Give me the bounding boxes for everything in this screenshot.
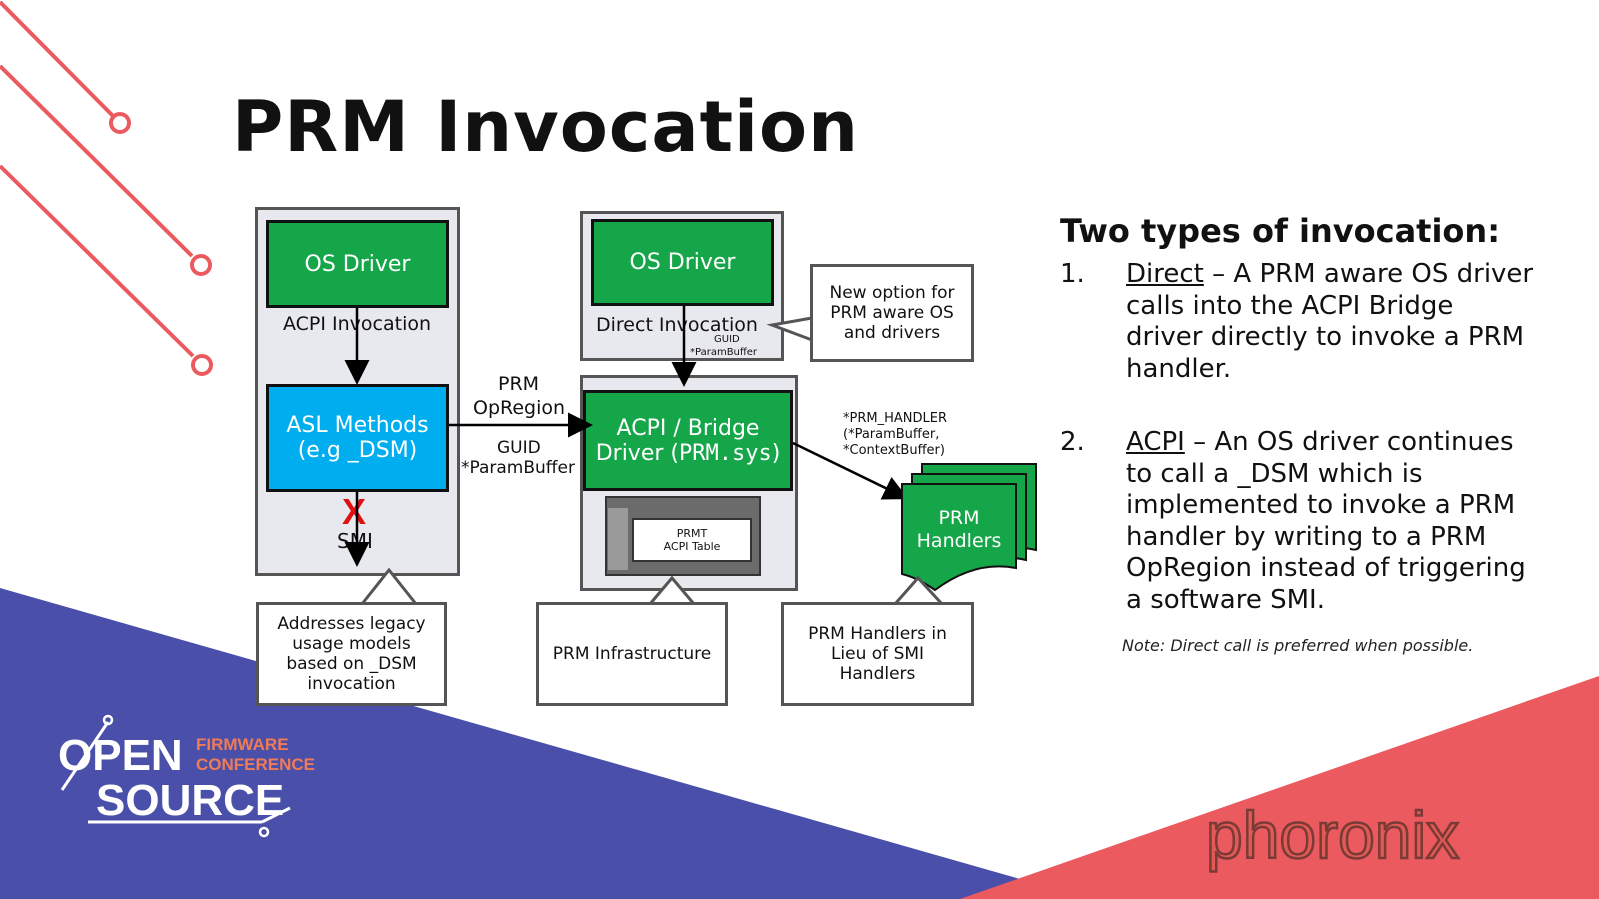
new-option-callout-text: New option for PRM aware OS and drivers — [829, 283, 955, 343]
prm-handlers-label-line1: PRM — [938, 507, 980, 529]
infrastructure-pointer — [646, 575, 698, 606]
direct-invocation-label: Direct Invocation — [596, 314, 758, 336]
list-item-text: Direct – A PRM aware OS driver calls int… — [1126, 259, 1536, 385]
legacy-callout: Addresses legacy usage models based on _… — [256, 602, 447, 706]
handlers-lieu-callout-text: PRM Handlers in Lieu of SMI Handlers — [808, 624, 947, 684]
new-option-pointer — [766, 316, 814, 343]
legacy-callout-text: Addresses legacy usage models based on _… — [277, 614, 426, 694]
acpi-description: – An OS driver continues to call a _DSM … — [1126, 427, 1526, 615]
right-os-driver-box: OS Driver — [591, 219, 774, 306]
opregion-param-buffer-label: *ParamBuffer — [461, 458, 575, 478]
prm-handler-call-line1: *PRM_HANDLER — [843, 411, 947, 426]
logo-firmware: FIRMWARE — [196, 735, 289, 754]
prmt-acpi-table: PRMT ACPI Table — [632, 518, 752, 562]
acpi-bridge-label: ACPI / Bridge — [616, 415, 760, 441]
invocation-types-heading: Two types of invocation: — [1060, 212, 1500, 250]
infrastructure-callout-text: PRM Infrastructure — [552, 644, 712, 664]
list-item-number: 1. — [1060, 259, 1085, 289]
list-item-acpi: 2. ACPI – An OS driver continues to call… — [1060, 427, 1540, 622]
coral-background-band — [960, 676, 1599, 899]
prmt-table-strip — [608, 508, 628, 570]
prm-handlers-label-line2: Handlers — [916, 530, 1002, 552]
asl-methods-label: ASL Methods — [286, 413, 429, 438]
direct-description: – A PRM aware OS driver calls into the A… — [1126, 259, 1534, 384]
logo-source: SOURCE — [96, 776, 284, 825]
list-item-text: ACPI – An OS driver continues to call a … — [1126, 427, 1536, 616]
list-item-number: 2. — [1060, 427, 1085, 457]
list-item-direct: 1. Direct – A PRM aware OS driver calls … — [1060, 259, 1540, 389]
logo-open: OPEN — [58, 731, 183, 780]
handlers-lieu-callout: PRM Handlers in Lieu of SMI Handlers — [781, 602, 974, 706]
blocked-smi-mark: X — [342, 491, 367, 532]
acpi-bridge-driver-box: ACPI / Bridge Driver (PRM.sys) — [583, 390, 793, 491]
bridge-driver-suffix: ) — [771, 440, 781, 466]
legacy-pointer — [358, 567, 420, 606]
acpi-bridge-driver-label: Driver (PRM.sys) — [596, 441, 781, 466]
right-os-driver-label: OS Driver — [629, 250, 736, 275]
preference-note: Note: Direct call is preferred when poss… — [1122, 636, 1474, 655]
prmt-acpi-table-label: ACPI Table — [663, 540, 721, 553]
prm-opregion-label-1: PRM — [498, 373, 540, 395]
left-os-driver-box: OS Driver — [266, 220, 449, 308]
prmt-label: PRMT — [676, 527, 708, 540]
prm-sys-label: PRM.sys — [678, 440, 772, 466]
handler-call-arrow — [792, 441, 909, 500]
prm-handlers-label: PRM Handlers — [902, 500, 1016, 560]
infrastructure-callout: PRM Infrastructure — [536, 602, 728, 706]
decorative-lines — [0, 0, 213, 376]
direct-term: Direct — [1126, 259, 1204, 289]
asl-methods-example: (e.g _DSM) — [297, 438, 418, 463]
osfc-logo: OPEN SOURCE FIRMWARE CONFERENCE — [58, 714, 315, 838]
direct-guid-label: GUID — [714, 334, 740, 345]
phoronix-watermark: phoronix — [1206, 798, 1459, 872]
prm-handlers-stack — [901, 463, 1037, 592]
direct-param-buffer-label: *ParamBuffer — [690, 347, 758, 358]
asl-methods-box: ASL Methods (e.g _DSM) — [266, 384, 449, 492]
page-title: PRM Invocation — [232, 86, 859, 168]
prm-handler-call-line3: *ContextBuffer) — [843, 443, 945, 458]
left-os-driver-label: OS Driver — [304, 251, 411, 277]
prm-handler-call-line2: (*ParamBuffer, — [843, 427, 940, 442]
new-option-callout: New option for PRM aware OS and drivers — [810, 264, 974, 362]
opregion-guid-label: GUID — [497, 438, 541, 458]
prm-opregion-label-2: OpRegion — [473, 397, 566, 419]
logo-conference: CONFERENCE — [196, 755, 315, 774]
bridge-driver-prefix: Driver ( — [595, 440, 679, 466]
acpi-term: ACPI — [1126, 427, 1185, 457]
